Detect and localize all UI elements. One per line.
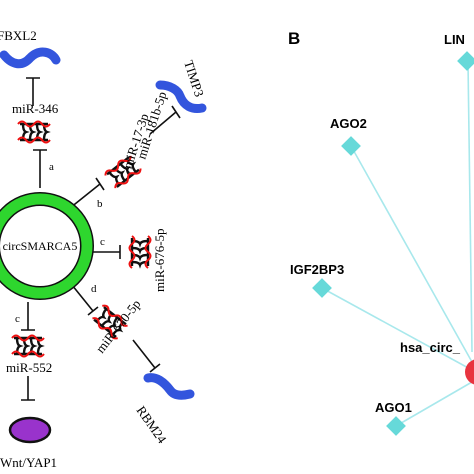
edge-c-left [21, 302, 35, 331]
gene-label-fbxl2: FBXL2 [0, 28, 37, 43]
pathway-shape-wnt [8, 416, 52, 444]
target-edges [21, 77, 181, 401]
circsmarca5-label: circSMARCA5 [3, 239, 78, 253]
edge-letter-c-right: c [100, 236, 105, 248]
panel-b-label: B [288, 29, 300, 48]
node-circle-hub [465, 359, 474, 385]
edge-igf2bp3-hub [321, 287, 473, 371]
gene-label-timp3: TIMP3 [181, 58, 207, 98]
node-diamond-ago1 [386, 416, 406, 436]
edge-mir346-fbxl2 [26, 77, 40, 106]
gene-shape-rbm24 [143, 373, 195, 400]
mirna-label-346: miR-346 [12, 101, 59, 116]
mirna-glyph-552 [10, 334, 46, 358]
gene-label-rbm24: RBM24 [134, 403, 171, 446]
edge-letter-c-left: c [15, 313, 20, 325]
mirna-label-552: miR-552 [6, 360, 52, 375]
edge-letter-d: d [91, 283, 97, 295]
pathway-label-wnt: Wnt/YAP1 [0, 455, 57, 470]
mirna-glyph-676 [128, 234, 152, 270]
node-label-ago1: AGO1 [375, 400, 412, 415]
edge-mir552-wnt [21, 376, 35, 401]
edge-mir181-timp3 [149, 105, 181, 135]
edge-mir670-rbm24 [132, 339, 161, 373]
node-label-hub: hsa_circ_ [400, 340, 461, 355]
mirna-glyph-346 [16, 120, 52, 144]
circsmarca5-ring [0, 192, 94, 300]
panel-a: a b c d c circSMARCA5 miR-346 miR-181b-5… [0, 28, 207, 470]
hub-edges [21, 149, 121, 331]
gene-shape-fbxl2 [0, 47, 61, 69]
network-edges [321, 61, 473, 427]
edge-letter-b: b [97, 198, 103, 210]
node-diamond-igf2bp3 [312, 278, 332, 298]
edge-lin-hub [467, 61, 473, 353]
panel-b: B LIN AGO2 IGF2BP3 AGO1 hsa_circ_ [288, 29, 474, 436]
edge-ago2-hub [350, 145, 473, 363]
edge-a [33, 149, 47, 188]
node-diamond-ago2 [341, 136, 361, 156]
edge-ago1-hub [395, 381, 473, 427]
node-label-lin: LIN [444, 32, 465, 47]
edge-d [71, 284, 99, 316]
mirna-label-676: miR-676-5p [152, 228, 167, 292]
gene-shape-timp3 [155, 80, 207, 113]
edge-letter-a: a [49, 161, 54, 173]
node-label-ago2: AGO2 [330, 116, 367, 131]
node-diamond-lin [457, 51, 474, 71]
node-label-igf2bp3: IGF2BP3 [290, 262, 344, 277]
edge-b [69, 177, 105, 209]
